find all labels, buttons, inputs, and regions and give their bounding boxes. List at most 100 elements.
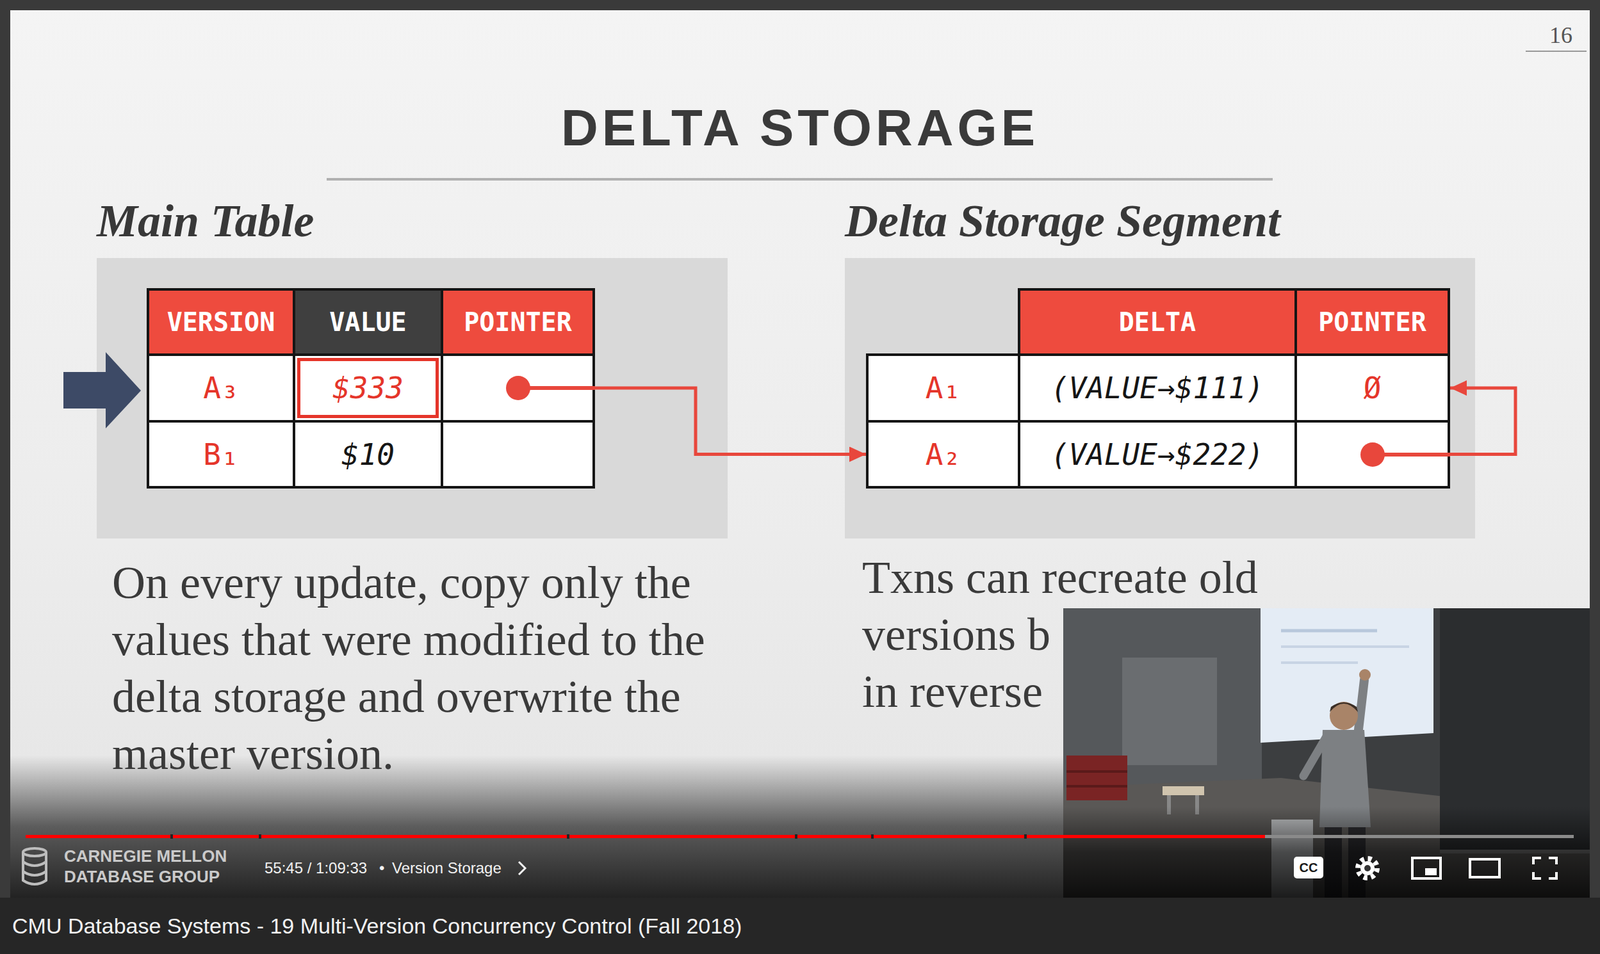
chapter-gap xyxy=(1024,834,1027,840)
cc-text-wrap: CC xyxy=(1293,860,1324,876)
pointer-cell xyxy=(440,353,596,423)
cell-text: Ø xyxy=(1363,370,1382,406)
page-number: 16 xyxy=(1549,22,1573,49)
desk xyxy=(1162,786,1205,796)
slide-paragraph-fragment-wrap: Txns can recreate old xyxy=(862,549,1258,607)
video-title: CMU Database Systems - 19 Multi-Version … xyxy=(12,914,742,939)
pointer-dot xyxy=(506,375,531,401)
person-hand xyxy=(1359,669,1371,681)
table-header-row: VERSION VALUE POINTER xyxy=(146,288,596,357)
table-cell: Ø xyxy=(1294,353,1451,423)
table-cell: A₃ xyxy=(146,353,296,423)
watermark-text: CARNEGIE MELLON xyxy=(64,846,227,866)
table-row: B₁ $10 xyxy=(146,420,596,489)
fullscreen-button xyxy=(1533,858,1542,865)
cell-text: (VALUE→$111) xyxy=(1051,370,1264,406)
page-number-rule xyxy=(1525,50,1587,52)
cell-text: B₁ xyxy=(203,437,239,473)
chapter-gap xyxy=(794,834,798,840)
delta-panel: Delta Storage SegmentDELTAPOINTERA₁(VALU… xyxy=(844,258,1476,539)
projector-screen xyxy=(1260,608,1434,743)
video-time-wrap: 55:45 / 1:09:33 xyxy=(264,858,368,879)
chapter-gap xyxy=(871,834,874,840)
webcam-inset xyxy=(1063,608,1590,898)
cell-text: $10 xyxy=(341,437,395,473)
fullscreen-button xyxy=(1533,872,1542,879)
pointer-cell xyxy=(1294,420,1451,489)
table-cell: POINTER xyxy=(440,288,596,357)
cell-text: A₁ xyxy=(925,370,961,406)
cell-text: $333 xyxy=(332,370,404,406)
fullscreen-button xyxy=(1548,858,1557,865)
progress-track xyxy=(25,835,1574,839)
slide-paragraph: On every update, copy only the values th… xyxy=(112,557,706,780)
chapter-name: Version Storage xyxy=(391,859,502,877)
slide-paragraph-fragment-wrap: in reverse xyxy=(862,663,1043,721)
table-cell: B₁ xyxy=(146,420,296,489)
watermark-text-wrap: DATABASE GROUP xyxy=(64,867,220,887)
cell-text: A₃ xyxy=(203,370,239,406)
chapter-gap xyxy=(566,834,570,840)
logo-icon xyxy=(23,852,47,885)
table-row: A₁ (VALUE→$111) Ø xyxy=(865,353,1451,423)
cell-text: DELTA xyxy=(1118,307,1196,337)
cc-text: CC xyxy=(1299,860,1319,875)
settings-gear xyxy=(1360,861,1375,876)
table-cell xyxy=(440,420,596,489)
watermark-text: DATABASE GROUP xyxy=(64,867,220,887)
lecture-seats xyxy=(1066,755,1128,801)
pointer-dot xyxy=(1360,442,1385,467)
cell-text: A₂ xyxy=(925,437,961,473)
table-cell: POINTER xyxy=(1294,288,1451,357)
chapter-chevron xyxy=(518,862,526,875)
chapter-gap xyxy=(258,834,262,840)
person-arm xyxy=(1357,680,1365,736)
person-arm xyxy=(1303,737,1326,777)
table-header-row: DELTA POINTER xyxy=(1017,288,1451,357)
table-cell: (VALUE→$222) xyxy=(1017,420,1298,489)
panel-heading-wrap: Main Table xyxy=(96,194,314,248)
watermark-text-wrap: CARNEGIE MELLON xyxy=(64,846,227,866)
table-cell: $333 xyxy=(292,353,444,423)
fullscreen-button xyxy=(1548,872,1557,879)
screen-line xyxy=(1281,629,1378,633)
table-panel: Main TableVERSIONVALUEPOINTERA₃$333B₁$10 xyxy=(96,258,728,539)
slide-paragraph-wrap: On every update, copy only the values th… xyxy=(112,554,779,783)
cell-text: VALUE xyxy=(329,307,407,337)
settings-gear xyxy=(1357,858,1378,879)
cell-text: VERSION xyxy=(167,307,276,337)
page-number-wrap: 16 xyxy=(1549,21,1573,49)
table-cell: A₁ xyxy=(865,353,1021,423)
slide-title-wrap: DELTA STORAGE xyxy=(0,96,1600,161)
table-cell: DELTA xyxy=(1017,288,1298,357)
wall-panel xyxy=(1122,657,1217,766)
miniplayer-button xyxy=(1412,858,1441,879)
slide-paragraph-fragment-wrap: versions b xyxy=(862,606,1051,664)
separator-dot: • xyxy=(379,859,385,877)
table-cell: (VALUE→$111) xyxy=(1017,353,1298,423)
table-row: A₃ $333 xyxy=(146,353,596,423)
logo-icon xyxy=(23,862,47,876)
title-underline xyxy=(326,178,1273,181)
chapter-name-wrap: Version Storage xyxy=(391,858,502,879)
progress-played xyxy=(25,835,1266,839)
panel-heading-wrap: Delta Storage Segment xyxy=(844,194,1281,248)
person-head xyxy=(1329,702,1358,731)
logo-icon xyxy=(23,848,47,857)
chapter-gap xyxy=(170,834,173,840)
seat-row xyxy=(1066,770,1128,774)
slide-paragraph-fragment: Txns can recreate old xyxy=(862,552,1258,604)
player-shade xyxy=(1063,807,1590,898)
seat-row xyxy=(1066,785,1128,788)
table-cell: $10 xyxy=(292,420,444,489)
miniplayer-button xyxy=(1425,868,1437,876)
panel-heading: Delta Storage Segment xyxy=(844,195,1281,247)
cell-text: POINTER xyxy=(1318,307,1427,337)
cell-text: POINTER xyxy=(463,307,572,337)
table-cell: A₂ xyxy=(865,420,1021,489)
slide-paragraph-fragment: versions b xyxy=(862,609,1051,661)
screen-line xyxy=(1281,645,1410,649)
separator-dot-wrap: • xyxy=(379,858,385,879)
panel-heading: Main Table xyxy=(96,195,314,247)
